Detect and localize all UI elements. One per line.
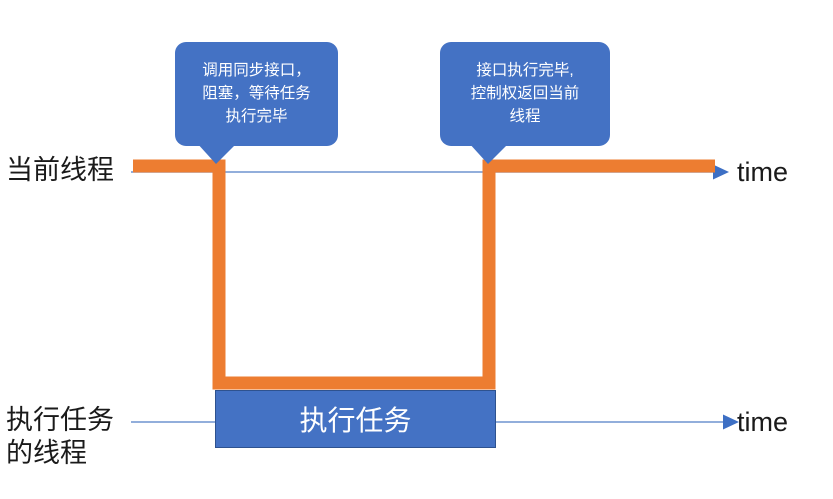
worker-thread-lane-label: 执行任务 的线程 xyxy=(6,405,114,468)
callout-return-control: 接口执行完毕, 控制权返回当前 线程 xyxy=(440,42,610,146)
current-thread-lane-label: 当前线程 xyxy=(6,155,114,185)
time-axis-label-top: time xyxy=(737,157,789,187)
callout-sync-call-tail-icon xyxy=(196,142,238,164)
callout-sync-call: 调用同步接口， 阻塞，等待任务 执行完毕 xyxy=(175,42,338,146)
control-flow-orange-path xyxy=(133,159,715,390)
worker-thread-axis-arrowhead xyxy=(723,414,739,430)
task-execution-box: 执行任务 xyxy=(215,390,496,448)
time-axis-label-bottom: time xyxy=(737,407,789,437)
current-thread-axis-arrowhead xyxy=(713,164,729,180)
callout-return-control-tail-icon xyxy=(468,142,510,164)
